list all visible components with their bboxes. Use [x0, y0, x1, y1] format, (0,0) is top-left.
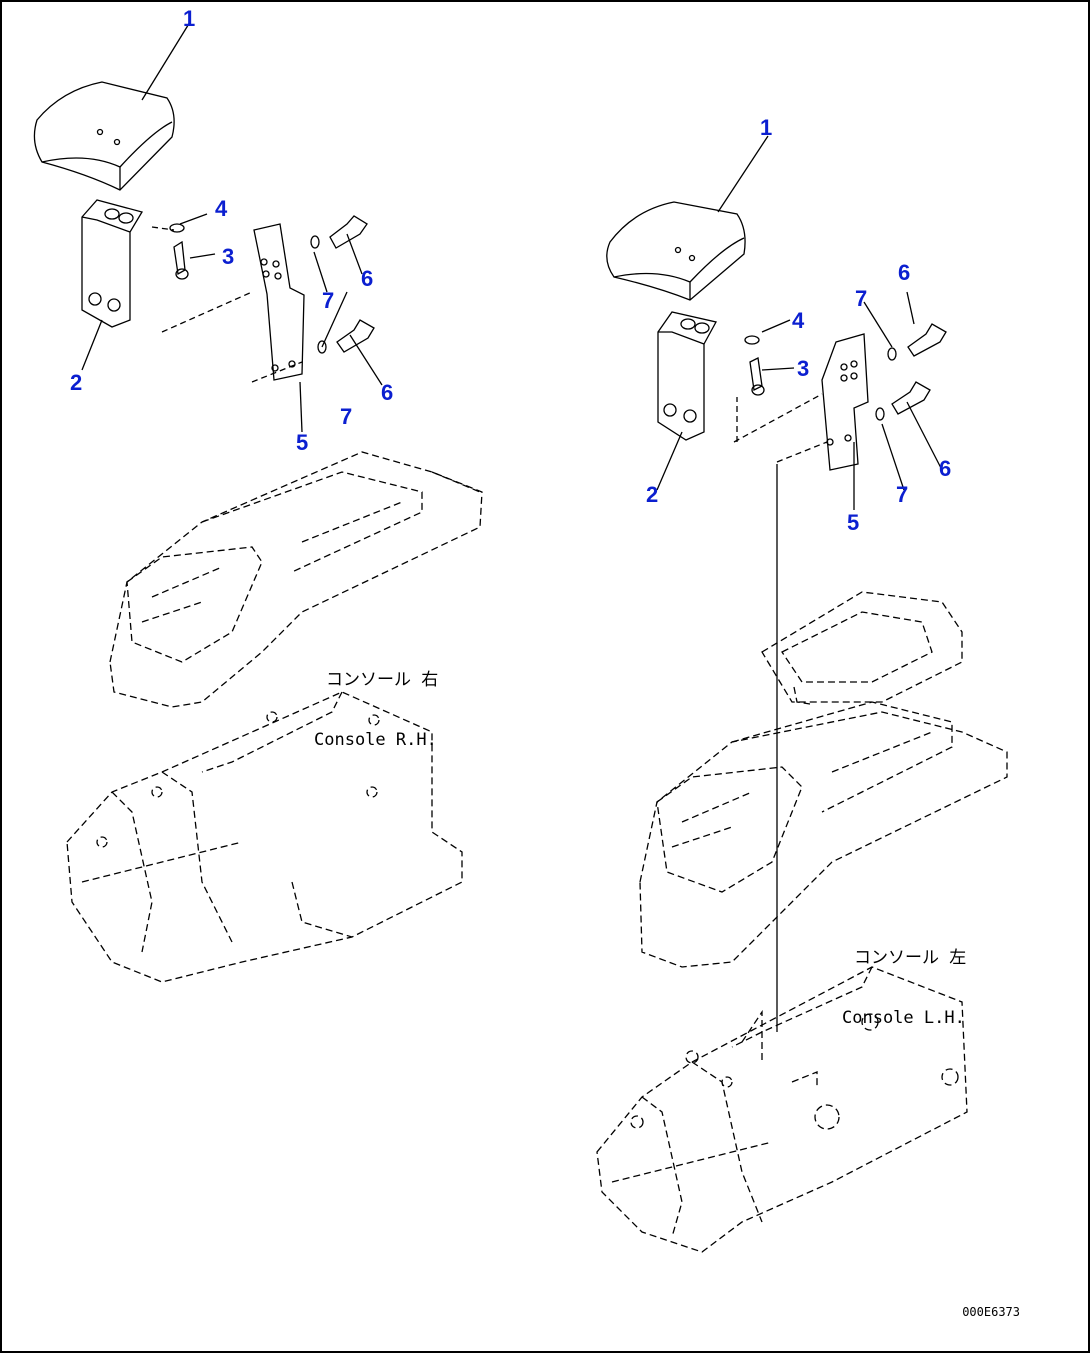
console-rh-lower [66, 691, 463, 983]
callout-6a-left[interactable]: 6 [361, 266, 374, 291]
callout-4-left[interactable]: 4 [215, 196, 228, 221]
callout-5-right[interactable]: 5 [847, 510, 860, 535]
bracket-right [657, 311, 717, 441]
callout-1-left[interactable]: 1 [183, 6, 196, 31]
console-lh-upper [639, 701, 1008, 968]
callout-3-left[interactable]: 3 [222, 244, 235, 269]
callout-6b-left[interactable]: 6 [381, 380, 394, 405]
armrest-pad-left [33, 81, 175, 191]
drawing-id: 000E6373 [962, 1305, 1020, 1319]
callout-1-right[interactable]: 1 [760, 115, 773, 140]
callout-7a-left[interactable]: 7 [322, 288, 335, 313]
callout-2-right[interactable]: 2 [646, 482, 659, 507]
plate-left [253, 223, 305, 381]
callout-3-right[interactable]: 3 [797, 356, 810, 381]
callout-7b-right[interactable]: 7 [896, 482, 909, 507]
callout-7a-right[interactable]: 7 [855, 286, 868, 311]
console-rh-label-jp: コンソール 右 [326, 670, 439, 690]
console-rh-upper [109, 451, 483, 708]
console-rh-label: コンソール 右 Console R.H. [314, 630, 438, 770]
callout-5-left[interactable]: 5 [296, 430, 309, 455]
plate-right [821, 333, 869, 471]
console-rh-label-en: Console R.H. [314, 730, 437, 750]
callout-6b-right[interactable]: 6 [939, 456, 952, 481]
console-cover-right [761, 591, 963, 705]
console-lh-label: コンソール 左 Console L.H. [842, 908, 966, 1048]
callout-7b-left[interactable]: 7 [340, 404, 353, 429]
console-lh-label-en: Console L.H. [842, 1008, 965, 1028]
bracket-left [81, 199, 144, 328]
callout-4-right[interactable]: 4 [792, 308, 805, 333]
console-lh-label-jp: コンソール 左 [854, 948, 967, 968]
callout-6a-right[interactable]: 6 [898, 260, 911, 285]
callout-2-left[interactable]: 2 [70, 370, 83, 395]
console-lh-lower [596, 966, 968, 1253]
armrest-pad-right [606, 201, 746, 301]
